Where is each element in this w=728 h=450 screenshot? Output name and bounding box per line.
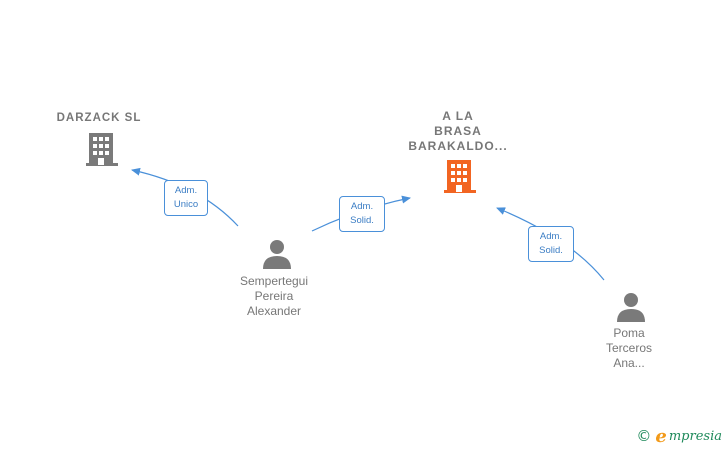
- brand-initial: e: [655, 425, 667, 447]
- relation-label-adm-solid[interactable]: Adm. Solid.: [528, 226, 574, 262]
- copyright-icon: ©: [636, 427, 652, 445]
- company-label-brasa[interactable]: A LA BRASA BARAKALDO...: [408, 109, 508, 153]
- relation-label-adm-solid[interactable]: Adm. Solid.: [339, 196, 385, 232]
- relation-label-adm-unico[interactable]: Adm. Unico: [164, 180, 208, 216]
- person-icon[interactable]: [615, 291, 647, 323]
- company-label-darzack[interactable]: DARZACK SL: [56, 112, 142, 124]
- brand-name: mpresia: [668, 428, 722, 444]
- building-icon[interactable]: [443, 158, 477, 194]
- person-label-poma[interactable]: Poma Terceros Ana...: [605, 326, 652, 370]
- building-icon[interactable]: [85, 131, 119, 167]
- empresia-logo[interactable]: © e mpresia: [636, 425, 722, 447]
- person-icon[interactable]: [261, 238, 293, 270]
- person-label-sempertegui[interactable]: Sempertegui Pereira Alexander: [239, 274, 309, 318]
